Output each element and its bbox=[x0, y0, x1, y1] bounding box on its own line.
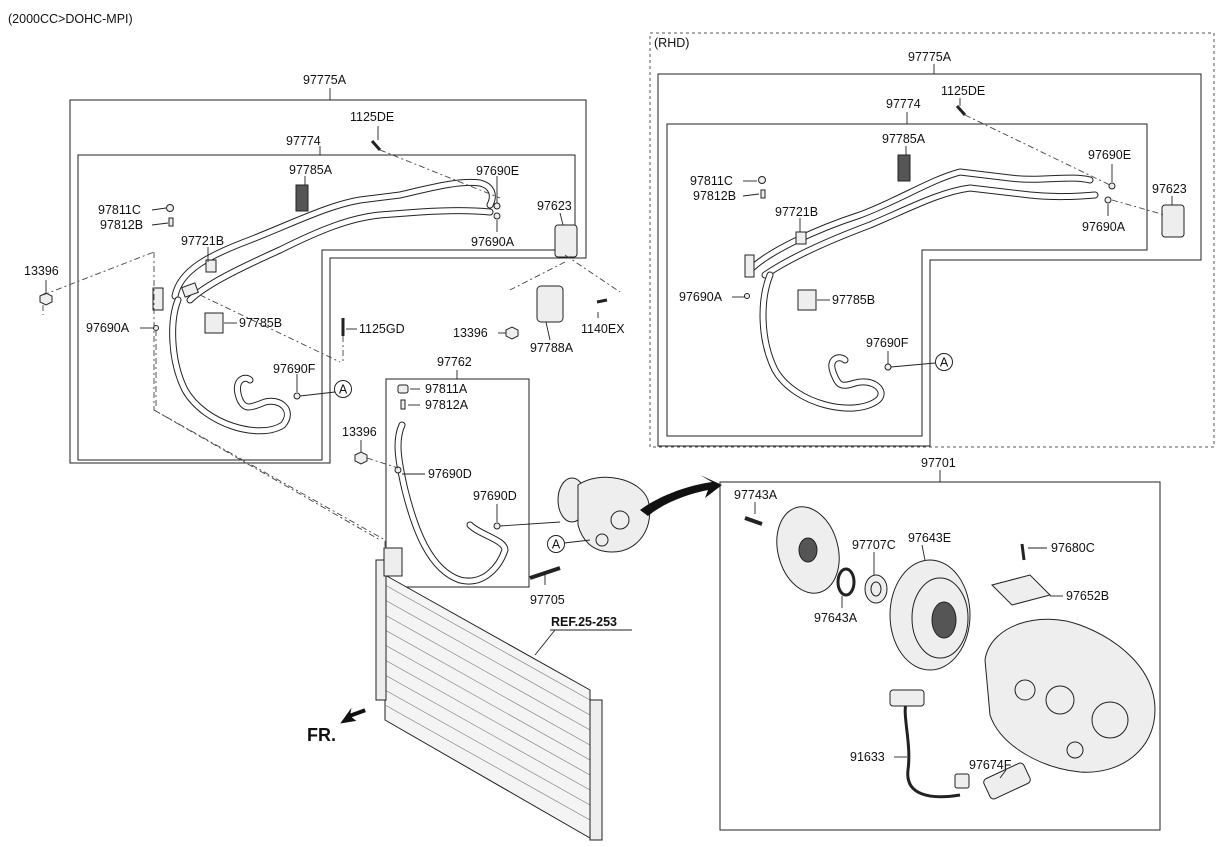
label-97690F: 97690F bbox=[866, 336, 909, 350]
snap-ring-97643A-icon bbox=[836, 567, 856, 597]
fitting-icon bbox=[152, 287, 164, 311]
nut-13396-icon bbox=[39, 292, 53, 306]
receiver-drier-97623-icon bbox=[554, 224, 578, 258]
callout-A-marker bbox=[334, 380, 352, 398]
bearing-97707C-icon bbox=[864, 574, 888, 604]
callout-A-marker bbox=[547, 535, 565, 553]
label-97812B: 97812B bbox=[693, 189, 736, 203]
label-97743A: 97743A bbox=[734, 488, 778, 502]
pressure-switch-97674F-icon bbox=[983, 762, 1031, 800]
bolt-97743A-icon bbox=[744, 516, 763, 526]
label-13396: 13396 bbox=[342, 425, 377, 439]
label-97690D: 97690D bbox=[473, 489, 517, 503]
label-97811C: 97811C bbox=[98, 203, 141, 217]
callout-A-text: A bbox=[940, 356, 949, 370]
label-97707C: 97707C bbox=[852, 538, 896, 552]
callout-A-marker bbox=[935, 353, 953, 371]
bolt-97705-icon bbox=[529, 566, 561, 580]
label-97721B: 97721B bbox=[181, 234, 224, 248]
label-97690D: 97690D bbox=[428, 467, 472, 481]
box-97775A bbox=[657, 73, 1202, 447]
compressor-assembly: A 97705 bbox=[529, 475, 722, 607]
label-97643A: 97643A bbox=[814, 611, 858, 625]
rhd-box bbox=[649, 32, 1215, 448]
bracket-97788A-icon bbox=[536, 285, 564, 323]
label-97811C: 97811C bbox=[690, 174, 733, 188]
label-97762: 97762 bbox=[437, 355, 472, 369]
label-97690A: 97690A bbox=[86, 321, 130, 335]
condenser-tank-left-icon bbox=[375, 559, 387, 701]
label-97652B: 97652B bbox=[1066, 589, 1109, 603]
label-1125DE: 1125DE bbox=[350, 110, 394, 124]
front-label: FR. bbox=[307, 725, 336, 745]
label-97674F: 97674F bbox=[969, 758, 1012, 772]
label-97643E: 97643E bbox=[908, 531, 951, 545]
label-97785A: 97785A bbox=[882, 132, 926, 146]
rhd-hose-assembly: (RHD) A bbox=[649, 32, 1215, 448]
box-97774 bbox=[77, 154, 576, 461]
bracket-97785B-icon bbox=[797, 289, 817, 311]
label-97812B: 97812B bbox=[100, 218, 143, 232]
label-97775A: 97775A bbox=[908, 50, 952, 64]
label-97705: 97705 bbox=[530, 593, 565, 607]
label-97701: 97701 bbox=[921, 456, 956, 470]
bolt-1140EX-icon bbox=[596, 298, 608, 304]
label-97775A: 97775A bbox=[303, 73, 347, 87]
label-97690A: 97690A bbox=[471, 235, 515, 249]
receiver-drier-97623-icon bbox=[1161, 204, 1185, 238]
label-1140EX: 1140EX bbox=[581, 322, 625, 336]
label-1125GD: 1125GD bbox=[359, 322, 405, 336]
callout-A-text: A bbox=[552, 538, 561, 552]
bolt-1125DE-icon bbox=[370, 140, 382, 151]
nut-13396-icon bbox=[505, 326, 519, 340]
label-97811A: 97811A bbox=[425, 382, 468, 396]
condenser-assembly: REF.25-253 FR. bbox=[153, 409, 632, 841]
label-97623: 97623 bbox=[537, 199, 572, 213]
engine-spec-title: (2000CC>DOHC-MPI) bbox=[8, 12, 133, 26]
bracket-97785A-icon bbox=[295, 184, 309, 212]
box-97774 bbox=[666, 123, 1148, 437]
box-97762 bbox=[385, 378, 530, 588]
label-13396: 13396 bbox=[453, 326, 488, 340]
label-97623: 97623 bbox=[1152, 182, 1187, 196]
label-1125DE: 1125DE bbox=[941, 84, 985, 98]
label-91633: 91633 bbox=[850, 750, 885, 764]
front-arrow-icon bbox=[340, 707, 366, 724]
ref-label[interactable]: REF.25-253 bbox=[551, 615, 617, 629]
bolt-97680C-icon bbox=[1020, 543, 1026, 561]
label-97690E: 97690E bbox=[476, 164, 519, 178]
label-97774: 97774 bbox=[286, 134, 321, 148]
box-97775A bbox=[69, 99, 587, 464]
label-97680C: 97680C bbox=[1051, 541, 1095, 555]
bracket-97785B-icon bbox=[204, 312, 224, 334]
label-97785B: 97785B bbox=[239, 316, 282, 330]
compressor-detail-assembly: 97701 97743A 97707C 97643E 97680C 97652B… bbox=[719, 456, 1161, 831]
label-97788A: 97788A bbox=[530, 341, 574, 355]
label-97785A: 97785A bbox=[289, 163, 333, 177]
detail-arrow-icon bbox=[640, 475, 722, 516]
connector-91633-icon bbox=[889, 689, 925, 707]
bracket-97652B-icon bbox=[991, 574, 1051, 606]
label-97721B: 97721B bbox=[775, 205, 818, 219]
label-13396: 13396 bbox=[24, 264, 59, 278]
label-97690E: 97690E bbox=[1088, 148, 1131, 162]
left-hose-assembly: A 97775A 1125DE 97774 97785A 97690E 9762… bbox=[24, 73, 625, 541]
condenser-tank-right-icon bbox=[589, 699, 603, 841]
label-97690F: 97690F bbox=[273, 362, 316, 376]
bracket-97785A-icon bbox=[897, 154, 911, 182]
label-97774: 97774 bbox=[886, 97, 921, 111]
callout-A-text: A bbox=[339, 383, 348, 397]
label-97812A: 97812A bbox=[425, 398, 469, 412]
label-97785B: 97785B bbox=[832, 293, 875, 307]
discharge-hose-assembly: 97762 97811A 97812A 13396 97690D 97690D bbox=[342, 355, 561, 588]
rhd-label: (RHD) bbox=[654, 36, 689, 50]
nut-13396-icon bbox=[354, 451, 368, 465]
bolt-1125DE-icon bbox=[955, 105, 967, 116]
label-97690A: 97690A bbox=[679, 290, 723, 304]
label-97690A: 97690A bbox=[1082, 220, 1126, 234]
